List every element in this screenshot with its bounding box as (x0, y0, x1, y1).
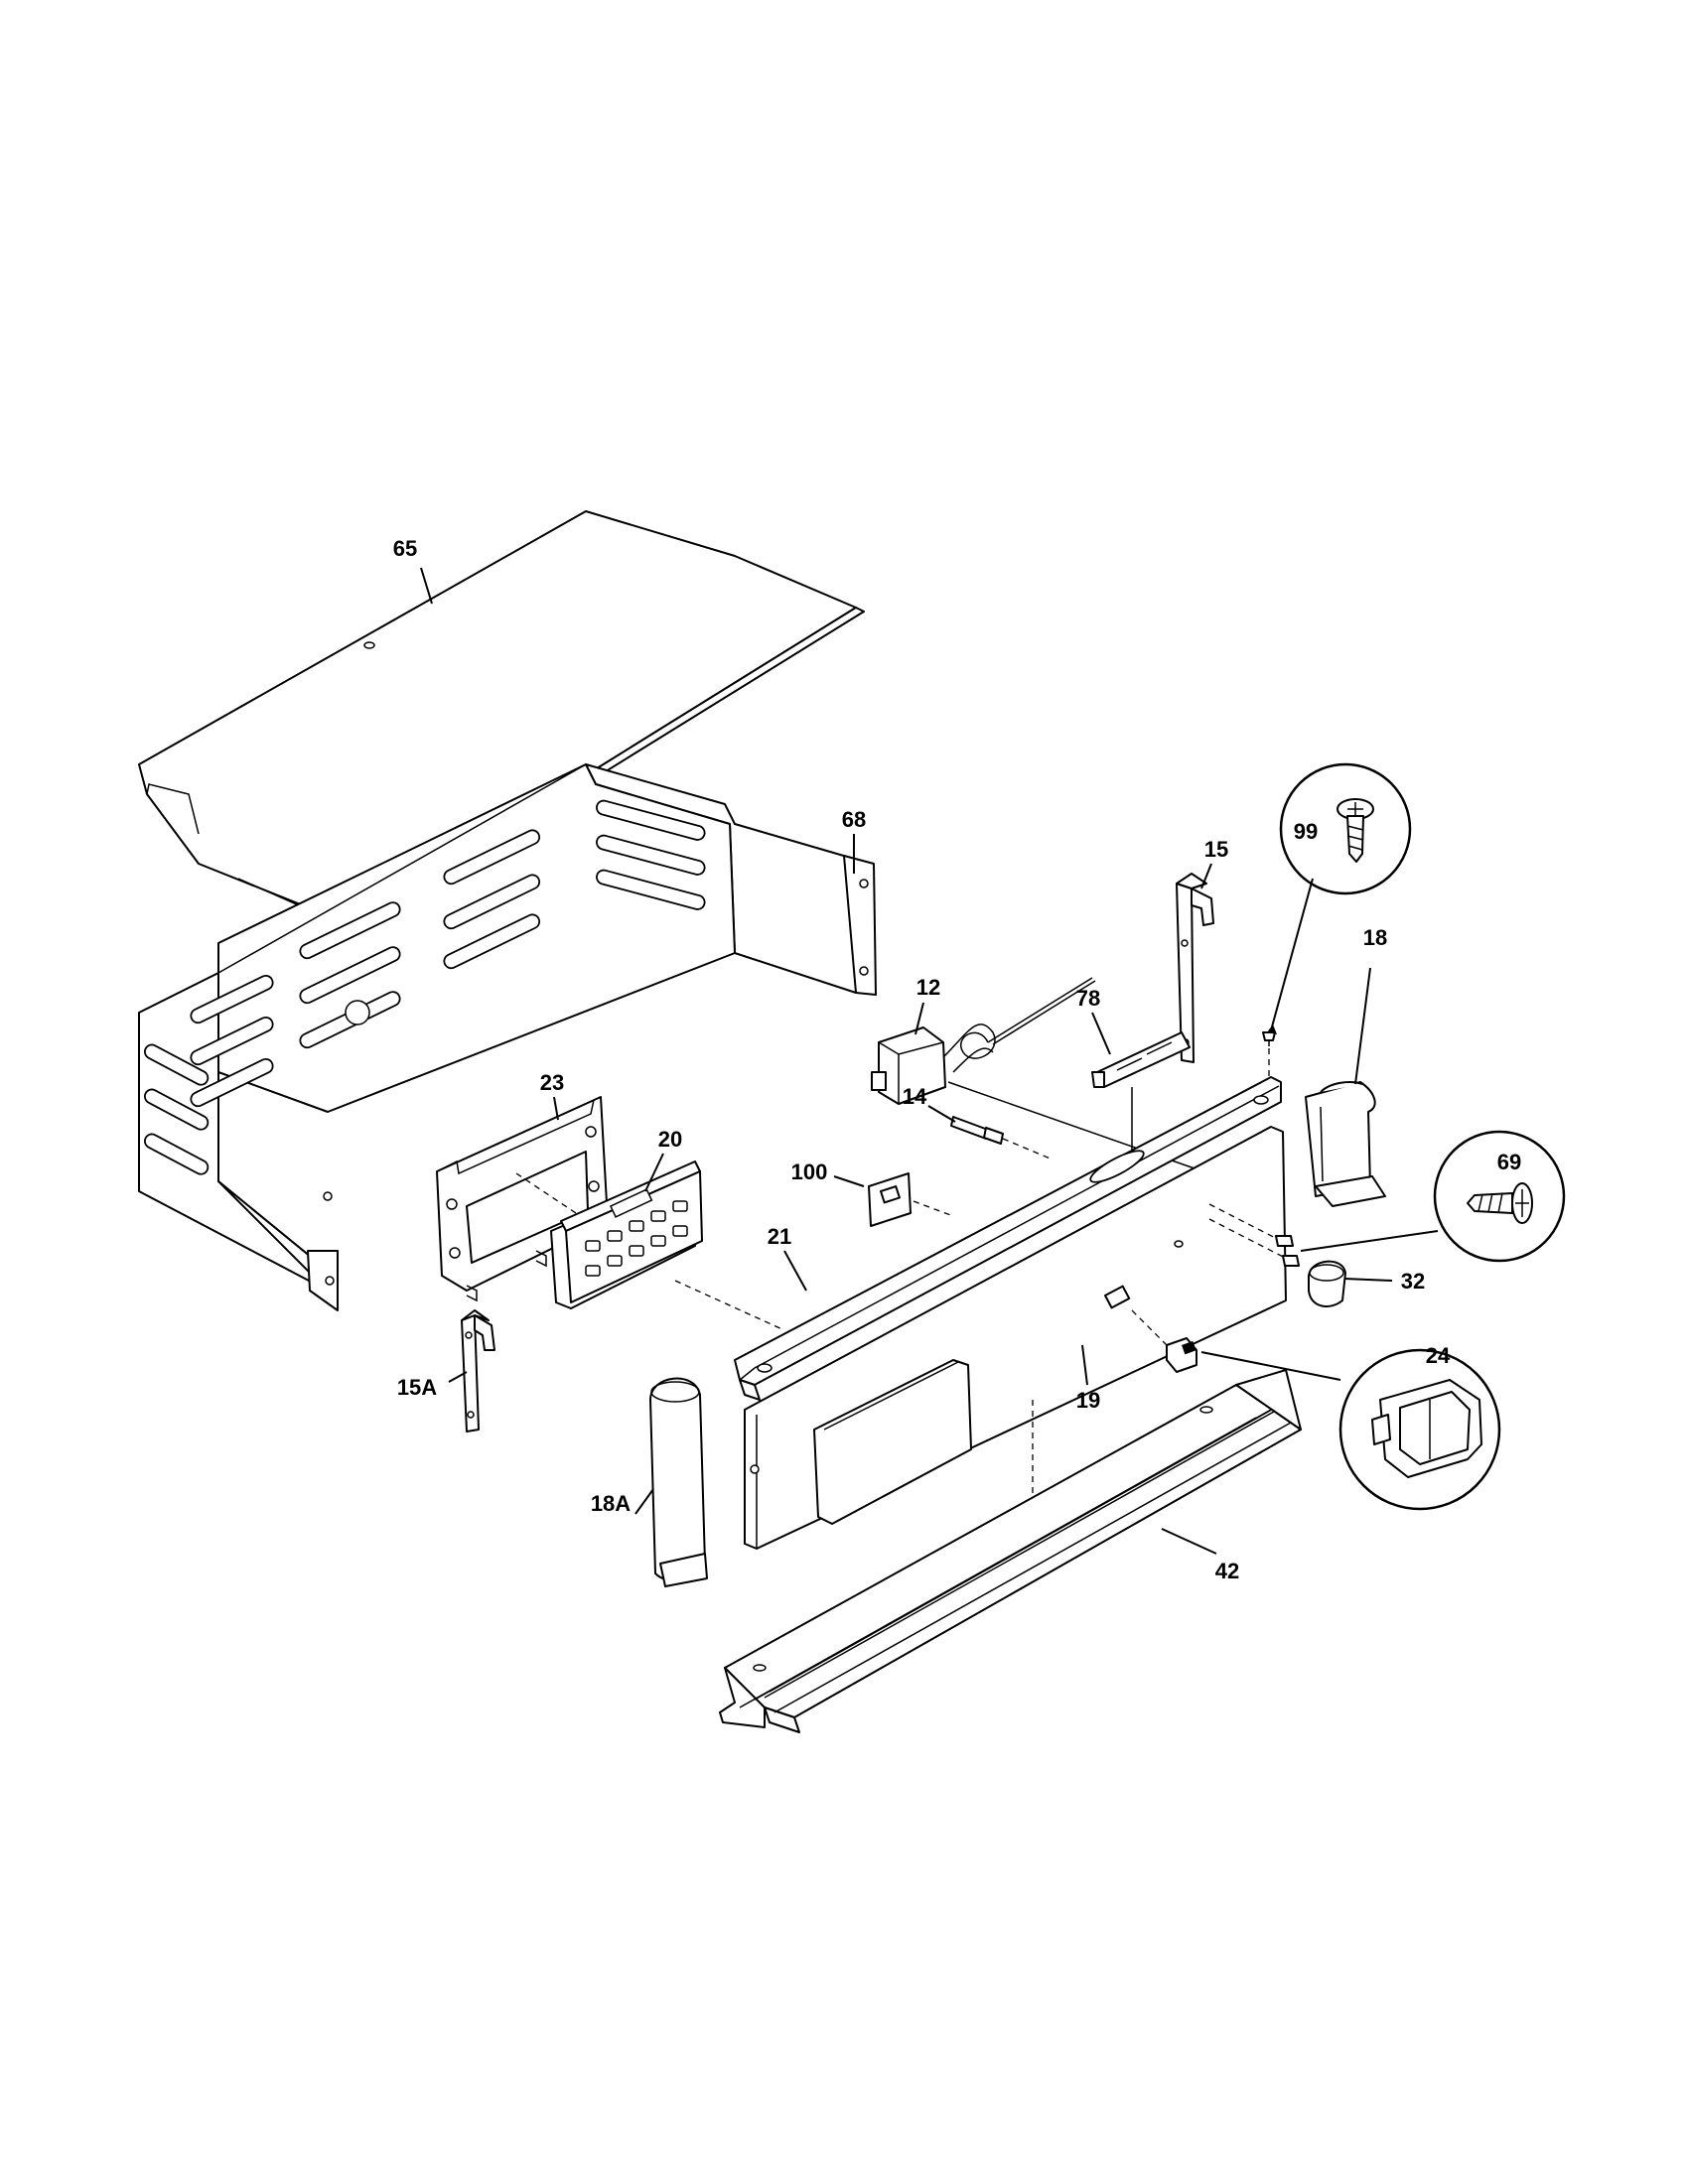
callout-15A: 15A (397, 1375, 437, 1400)
callout-18A: 18A (591, 1491, 631, 1516)
callout-labels: 65 68 15 99 18 12 78 23 14 20 100 69 21 … (393, 536, 1521, 1583)
part-42-bottom-trim (719, 1369, 1302, 1733)
part-68-back-shell (138, 763, 877, 1311)
part-78-indicator (1091, 1031, 1191, 1166)
part-32-knob (1308, 1260, 1346, 1307)
part-100-plate (868, 1172, 954, 1227)
callout-20: 20 (658, 1127, 682, 1152)
leader-lines (420, 567, 1439, 1555)
callout-15: 15 (1204, 837, 1228, 862)
part-69-screws (1208, 1203, 1300, 1267)
callout-69: 69 (1497, 1150, 1521, 1174)
detail-circle-99 (1279, 762, 1412, 895)
callout-21: 21 (768, 1224, 791, 1249)
callout-23: 23 (540, 1070, 564, 1095)
part-18-end-cap (1305, 1081, 1386, 1207)
callout-24: 24 (1426, 1343, 1451, 1368)
part-15A-bracket (461, 1309, 495, 1433)
part-23-mount-plate (436, 1096, 609, 1302)
callout-32: 32 (1401, 1269, 1425, 1294)
part-24-rocker-switch (1131, 1309, 1197, 1373)
detail-circle-69 (1433, 1130, 1566, 1263)
part-20-electronic-control (515, 1160, 785, 1331)
part-12-thermostat (871, 977, 1232, 1182)
part-99-screw (1262, 1031, 1276, 1082)
callout-18: 18 (1363, 925, 1387, 950)
callout-14: 14 (903, 1084, 927, 1109)
callout-100: 100 (791, 1160, 828, 1184)
part-18A-end-cap (649, 1377, 708, 1587)
detail-circle-24 (1338, 1348, 1501, 1511)
callout-99: 99 (1294, 819, 1318, 844)
part-14-sensor (950, 1116, 1054, 1160)
callout-19: 19 (1076, 1388, 1100, 1413)
callout-78: 78 (1076, 986, 1100, 1011)
callout-12: 12 (916, 975, 940, 1000)
callout-65: 65 (393, 536, 417, 561)
part-21-trim (734, 1076, 1282, 1401)
part-19-front-panel (744, 1126, 1287, 1550)
callout-42: 42 (1215, 1559, 1239, 1583)
callout-68: 68 (842, 807, 866, 832)
